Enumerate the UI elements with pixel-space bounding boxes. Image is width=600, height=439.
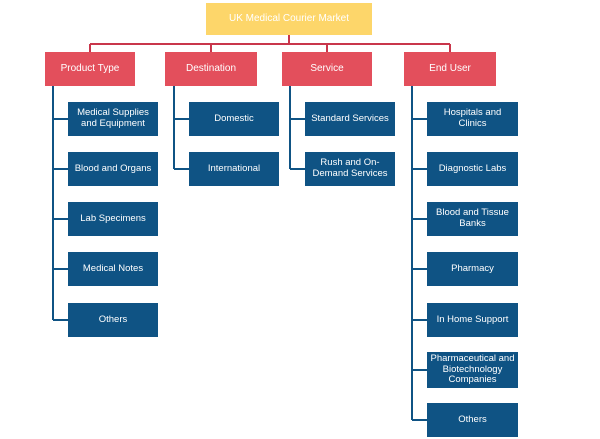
leaf-international: International [189, 152, 279, 186]
category-service: Service [282, 52, 372, 86]
root-connectors [89, 35, 451, 52]
leaf-lab-specimens: Lab Specimens [68, 202, 158, 236]
root-node: UK Medical Courier Market [206, 3, 372, 35]
leaf-hospitals-and-clinics: Hospitals and Clinics [427, 102, 518, 136]
category-product-type: Product Type [45, 52, 135, 86]
leaf-product-others: Others [68, 303, 158, 337]
leaf-medical-supplies-and-equipment: Medical Supplies and Equipment [68, 102, 158, 136]
leaf-blood-and-tissue-banks: Blood and Tissue Banks [427, 202, 518, 236]
leaf-domestic: Domestic [189, 102, 279, 136]
leaf-medical-notes: Medical Notes [68, 252, 158, 286]
leaf-connectors [52, 86, 427, 421]
category-destination: Destination [165, 52, 257, 86]
leaf-pharmacy: Pharmacy [427, 252, 518, 286]
leaf-blood-and-organs: Blood and Organs [68, 152, 158, 186]
leaf-diagnostic-labs: Diagnostic Labs [427, 152, 518, 186]
leaf-standard-services: Standard Services [305, 102, 395, 136]
leaf-end-user-others: Others [427, 403, 518, 437]
leaf-rush-and-on-demand-services: Rush and On-Demand Services [305, 152, 395, 186]
category-end-user: End User [404, 52, 496, 86]
leaf-in-home-support: In Home Support [427, 303, 518, 337]
leaf-pharmaceutical-and-biotechnology-companies: Pharmaceutical and Biotechnology Compani… [427, 352, 518, 388]
